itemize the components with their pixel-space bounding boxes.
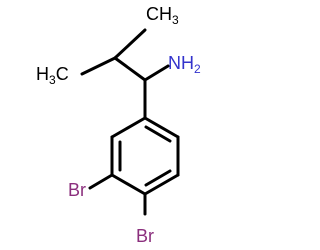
ring-double-bond-c <box>144 169 172 187</box>
molecule-canvas: CH3 H3C NH2 Br Br <box>36 4 201 246</box>
atom-labels: CH3 H3C NH2 Br Br <box>36 4 201 246</box>
bond-calpha-n <box>143 64 170 82</box>
label-amine: NH2 <box>168 53 201 76</box>
label-ch3-top: CH3 <box>146 4 179 27</box>
label-ch3-left: H3C <box>36 64 69 87</box>
bond-ring-br1 <box>88 173 114 190</box>
label-br-left: Br <box>68 180 86 200</box>
bond-ch3left-ch <box>80 56 117 76</box>
structure-diagram: CH3 H3C NH2 Br Br <box>36 4 201 246</box>
ring-bond-6 <box>110 116 147 139</box>
bond-ch3top-ch <box>113 28 147 60</box>
ring-double-bond-b <box>144 125 172 143</box>
ring-bond-1 <box>143 116 180 139</box>
bond-ch-calpha <box>113 56 147 82</box>
label-br-bottom: Br <box>136 226 154 246</box>
bond-lines <box>80 28 180 216</box>
ring-bond-3 <box>143 173 180 196</box>
ring-bond-4 <box>110 173 147 196</box>
